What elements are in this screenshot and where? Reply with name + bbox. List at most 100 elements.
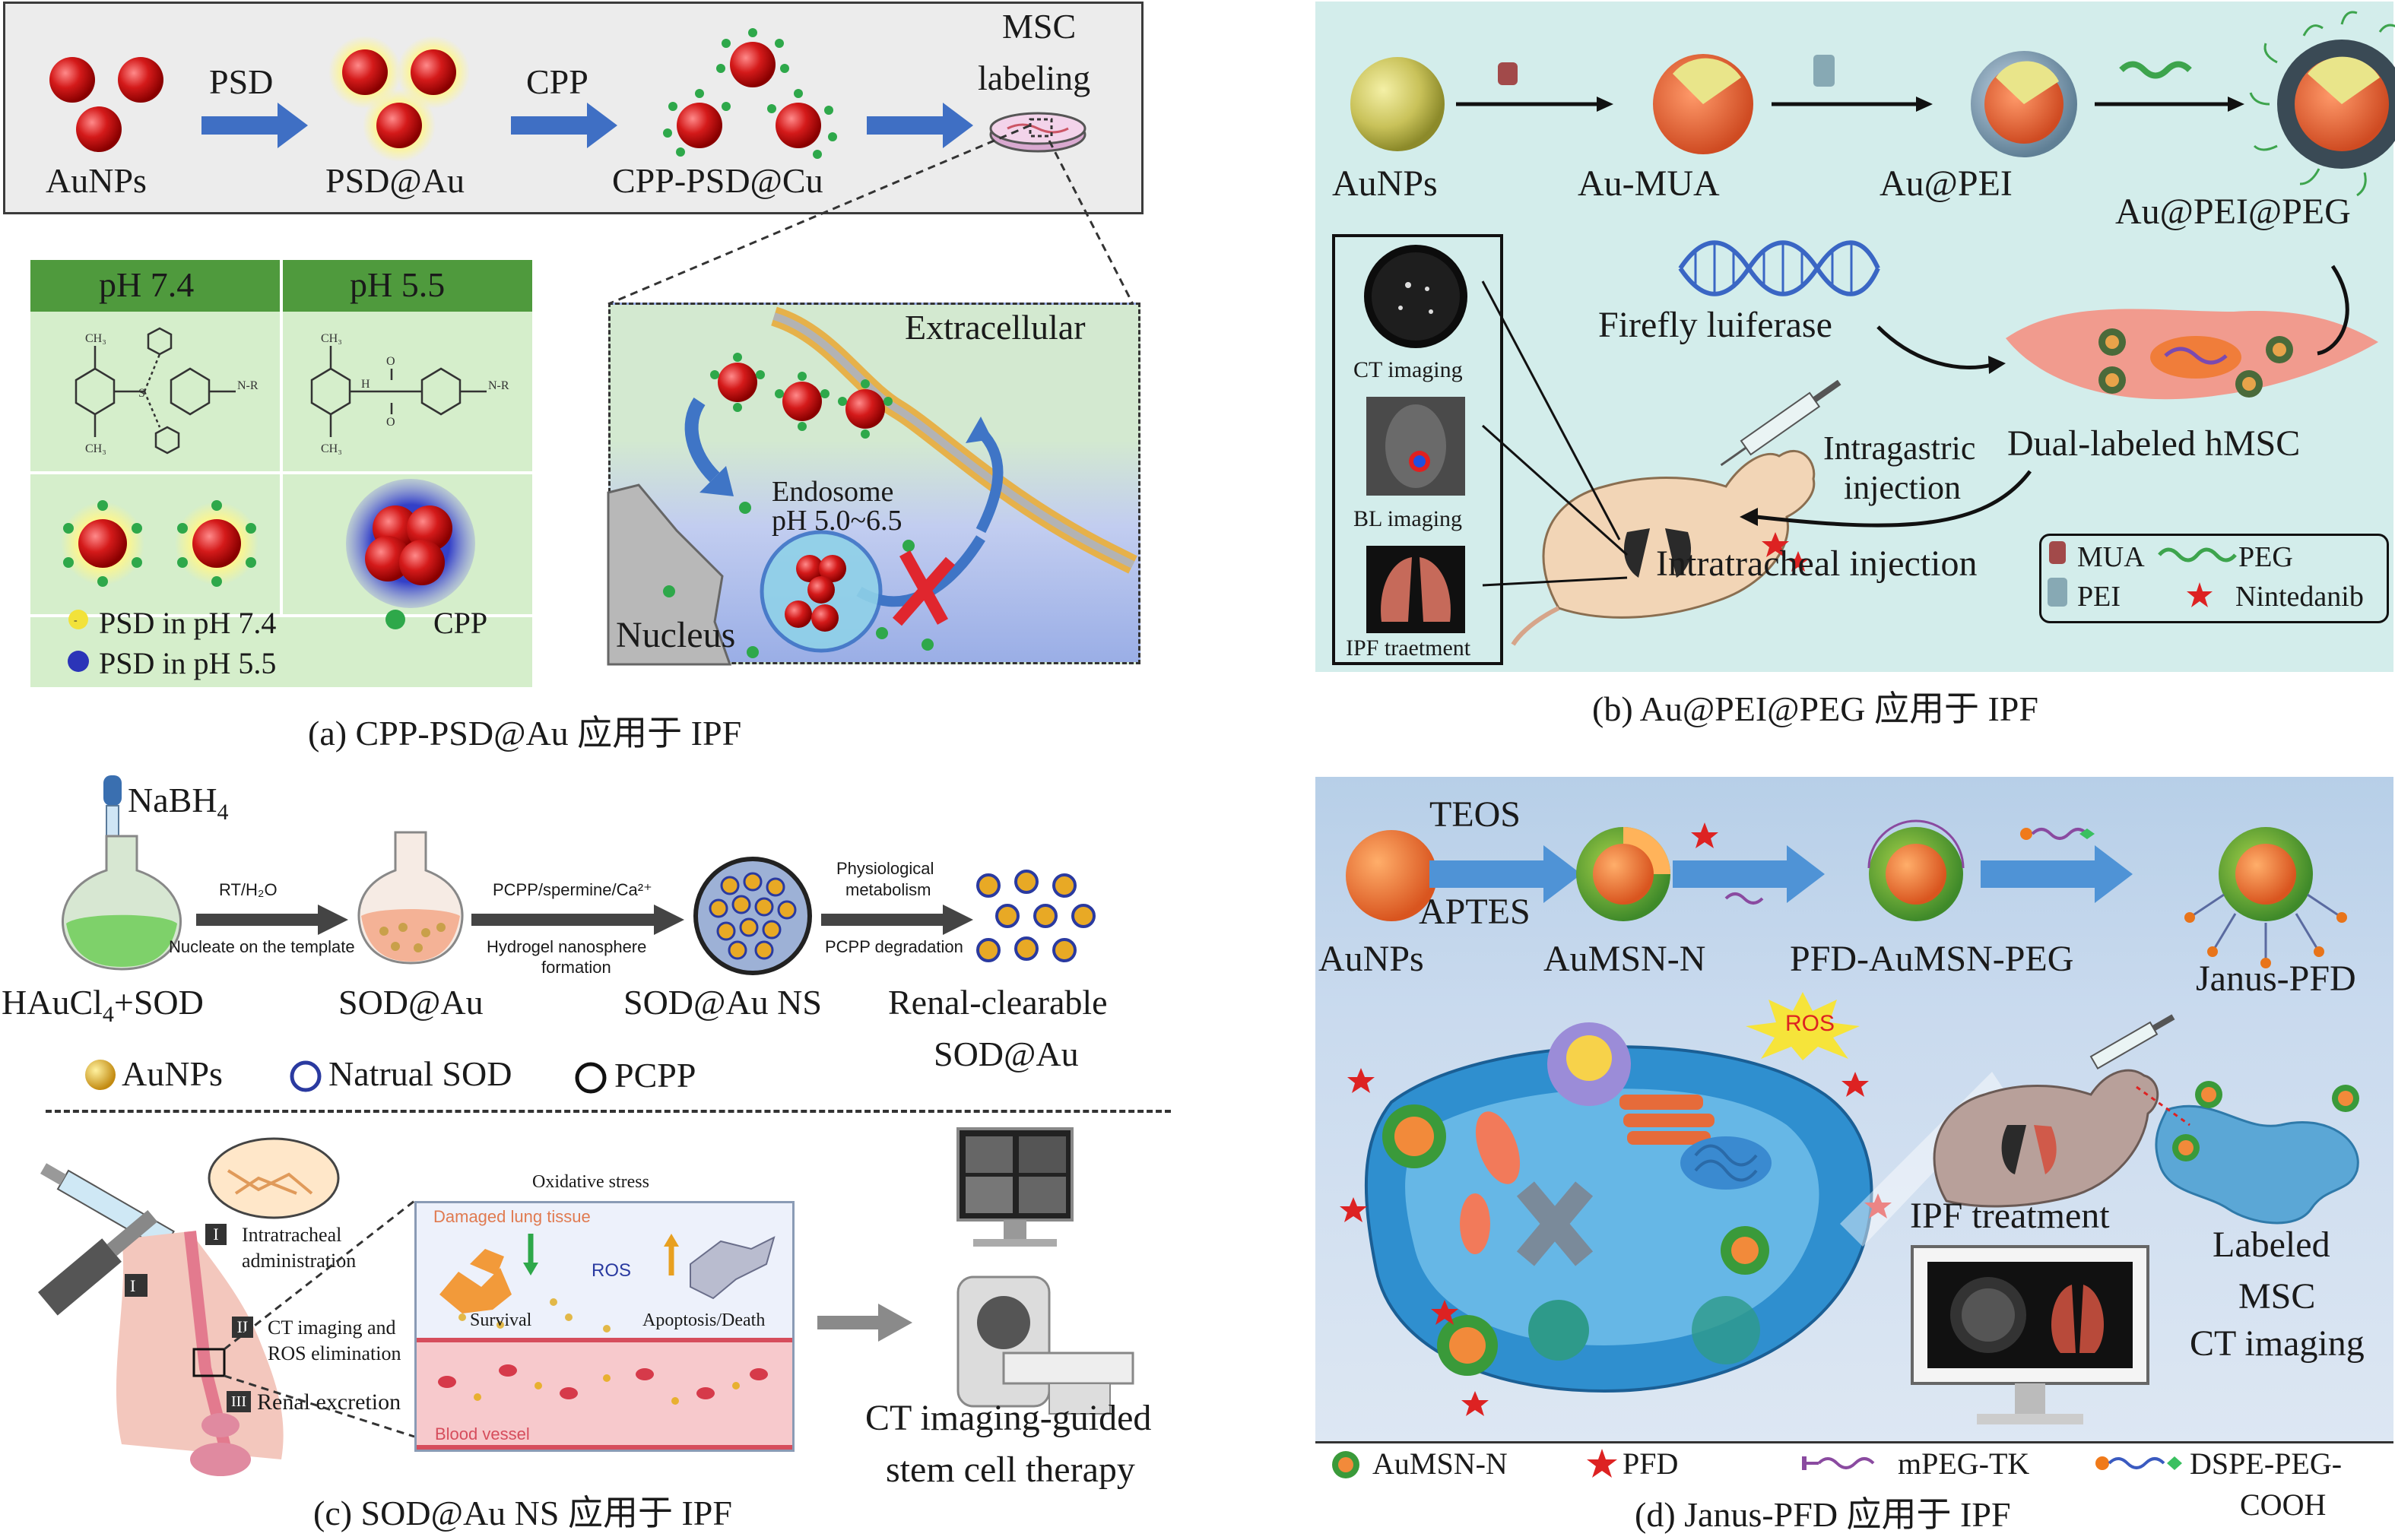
- c-arrow-2: [471, 905, 684, 935]
- dna-firefly: [1678, 240, 1880, 296]
- d-aptes-label: APTES: [1419, 892, 1531, 932]
- c-survival-label: Survival: [470, 1310, 532, 1330]
- d-ros-burst: [1746, 992, 1860, 1060]
- legend-psd55: PSD in pH 5.5: [99, 646, 277, 680]
- c-arrow3-bottom: PCPP degradation: [825, 937, 963, 956]
- svg-text:H: H: [361, 378, 370, 391]
- c-arrow2-bottom-2: formation: [541, 958, 611, 977]
- legend-peg: PEG: [2238, 541, 2293, 573]
- c-apoptosis-label: Apoptosis/Death: [642, 1310, 766, 1330]
- c-step1-num-box: I: [205, 1224, 227, 1245]
- d-step-aunps: AuNPs: [1318, 939, 1424, 979]
- bl-imaging-label: BL imaging: [1353, 506, 1463, 531]
- arrow-msc: [867, 103, 973, 148]
- panel-b-legend: [2039, 534, 2389, 623]
- d-legend-pfd: PFD: [1623, 1447, 1679, 1481]
- d-labeled-3: CT imaging: [2190, 1323, 2365, 1364]
- cpp-psd-spheres: [663, 28, 837, 159]
- b-step-au-mua: Au-MUA: [1578, 163, 1720, 204]
- c-legend-pcpp-icon: [575, 1062, 607, 1094]
- dual-labeled-label: Dual-labeled hMSC: [2007, 423, 2301, 464]
- legend-pei: PEI: [2077, 581, 2121, 613]
- d-step-pfd-aumsn: PFD-AuMSN-PEG: [1790, 939, 2074, 979]
- panel-b-synthesis: [1350, 11, 2395, 197]
- panel-b-caption: (b) Au@PEI@PEG 应用于 IPF: [1592, 689, 2038, 728]
- svg-text:CH₃: CH₃: [85, 442, 106, 455]
- endosome-label: Endosome: [772, 476, 894, 508]
- d-legend-dspe-1: DSPE-PEG-: [2190, 1447, 2343, 1481]
- c-blood-vessel: [417, 1338, 792, 1450]
- svg-text:CH₃: CH₃: [85, 332, 106, 345]
- svg-text:O: O: [386, 416, 395, 429]
- c-arrow2-top: PCPP/spermine/Ca²⁺: [493, 880, 652, 899]
- c-arrow1-bottom: Nucleate on the template: [169, 937, 355, 956]
- legend-mua-icon: [2049, 541, 2066, 564]
- imaging-frame: [1332, 234, 1503, 665]
- aunps-label: AuNPs: [46, 161, 147, 200]
- d-step-janus: Janus-PFD: [2196, 959, 2356, 999]
- panel-a-top-box: [3, 2, 1144, 214]
- legend-peg-icon: [2158, 547, 2237, 562]
- c-arrow-1: [196, 905, 348, 935]
- haucl-label: HAuCl4+SOD: [2, 983, 204, 1028]
- c-arrow1-top: RT/H₂O: [219, 880, 278, 899]
- c-damaged-label: Damaged lung tissue: [433, 1207, 591, 1226]
- particles-55-cluster: [346, 479, 475, 608]
- renal-label-1: Renal-clearable: [888, 983, 1108, 1022]
- arrow-psd: [201, 103, 308, 148]
- legend-nintedanib-icon: [2187, 582, 2213, 607]
- msc-label-1: MSC: [1002, 7, 1077, 46]
- d-step-aumsn: AuMSN-N: [1543, 939, 1706, 979]
- svg-text:CH₃: CH₃: [321, 442, 342, 455]
- legend-cpp-icon: [385, 610, 405, 629]
- d-labeled-2: MSC: [2238, 1276, 2316, 1317]
- c-ct-scanner: [956, 1127, 1134, 1415]
- d-monitor: [1911, 1245, 2149, 1424]
- c-arrow-3: [821, 905, 973, 935]
- svg-text:I: I: [130, 1276, 135, 1295]
- intratracheal-arrow: [1740, 470, 2032, 528]
- d-cell-illustration: [1340, 1022, 1892, 1416]
- svg-text:N-R: N-R: [237, 379, 259, 392]
- ipf-treatment-label: IPF traetment: [1346, 635, 1471, 661]
- renal-label-2: SOD@Au: [934, 1035, 1079, 1073]
- svg-text:-: -: [74, 615, 78, 626]
- c-blood-label: Blood vessel: [435, 1424, 530, 1443]
- c-legend-aunps-icon: [85, 1060, 116, 1090]
- legend-mua: MUA: [2077, 541, 2145, 573]
- d-legend-dspe-icon: [2095, 1456, 2182, 1470]
- c-ros-label: ROS: [592, 1260, 632, 1281]
- svg-text:N-R: N-R: [488, 379, 509, 392]
- zoom-dashed-lines: [607, 124, 1134, 306]
- b-step-au-pei-peg: Au@PEI@PEG: [2115, 192, 2351, 232]
- intratracheal-label: Intratracheal injection: [1656, 543, 1978, 584]
- firefly-arrow: [1876, 325, 2006, 374]
- mouse-illustration: [1481, 280, 1841, 646]
- c-zoom-lines: [192, 1199, 415, 1438]
- panel-d-synthesis: [1346, 819, 2347, 968]
- c-flask-2: [357, 831, 464, 965]
- c-legend-pcpp: PCPP: [614, 1056, 696, 1095]
- c-divider: [46, 1110, 1171, 1113]
- c-step2-line2: ROS elimination: [268, 1342, 401, 1364]
- sod-au-ns-label: SOD@Au NS: [623, 983, 822, 1022]
- d-ipf-label: IPF treatment: [1910, 1196, 2110, 1236]
- d-mouse: [1933, 1014, 2175, 1208]
- c-step1-line1: Intratracheal: [242, 1224, 342, 1246]
- cell-membrane: [607, 306, 1137, 666]
- d-legend-pfd-icon: [1587, 1449, 1617, 1478]
- nucleus-label: Nucleus: [616, 615, 736, 655]
- c-lung-detail: [438, 1234, 776, 1405]
- ph-col-55: pH 5.5: [350, 265, 446, 304]
- svg-text:CH₃: CH₃: [321, 332, 342, 345]
- panel-d-caption: (d) Janus-PFD 应用于 IPF: [1635, 1495, 2011, 1534]
- bl-imaging-thumb: [1366, 397, 1465, 496]
- c-flask-1: [61, 835, 182, 971]
- legend-pei-icon: [2048, 578, 2067, 607]
- c-arrow3-top-1: Physiological: [836, 859, 934, 878]
- d-ros-label: ROS: [1785, 1011, 1835, 1036]
- c-arrow3-top-2: metabolism: [845, 880, 931, 899]
- d-legend-aumsn: AuMSN-N: [1372, 1447, 1508, 1481]
